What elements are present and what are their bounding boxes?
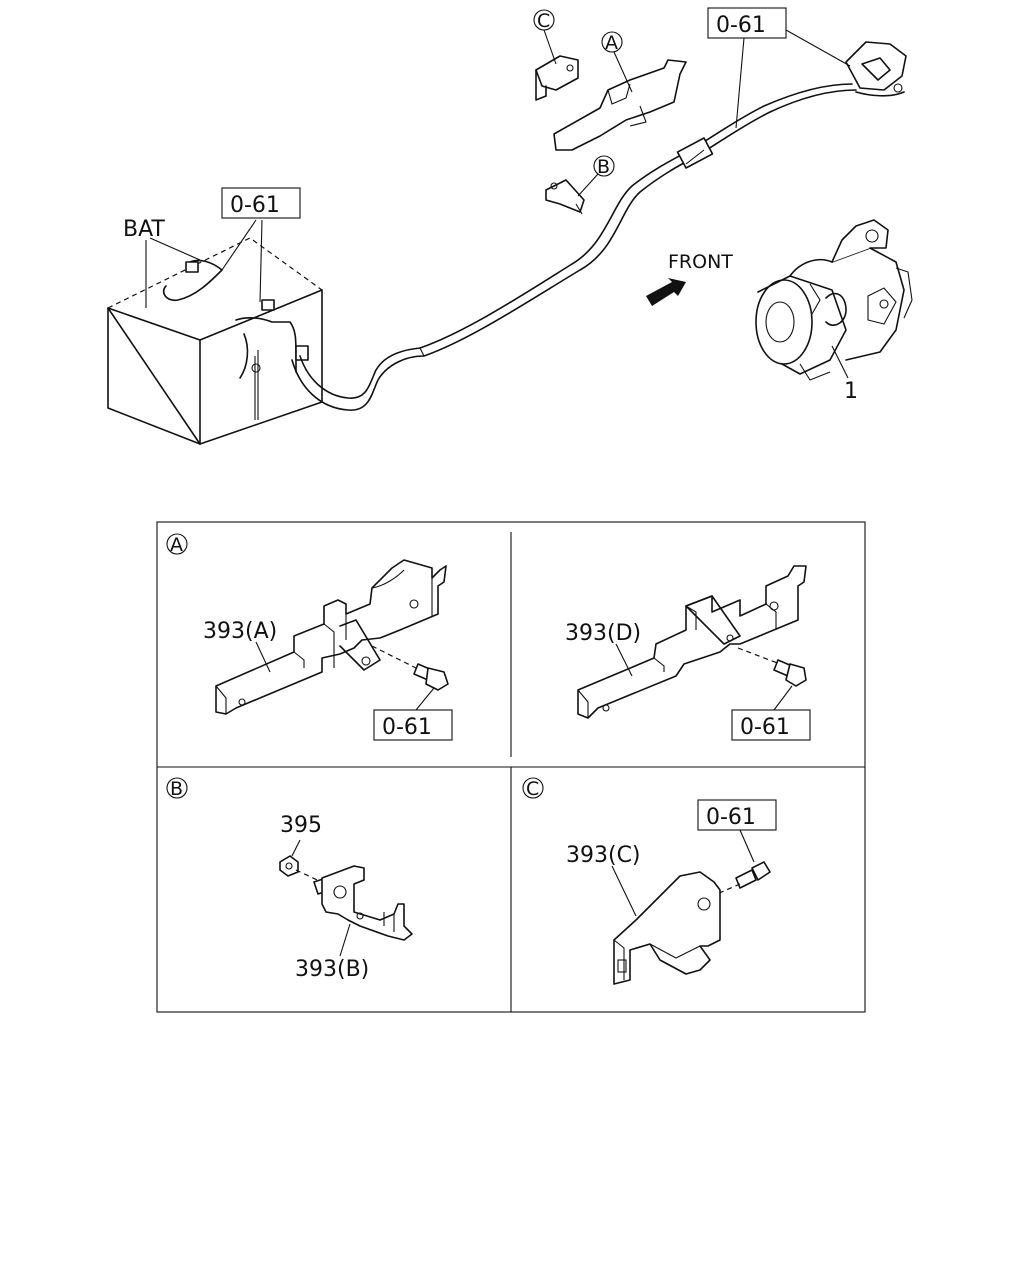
- svg-text:0-61: 0-61: [230, 193, 280, 218]
- bracket-393c-label: 393(C): [566, 843, 641, 868]
- battery: [107, 237, 323, 445]
- detail-c: C 0-61 393(C): [522, 777, 777, 985]
- bracket-393b: [321, 865, 413, 941]
- starter-terminal-connector: [845, 41, 907, 97]
- top-assembly: BAT 0-61: [107, 7, 913, 445]
- svg-text:FRONT: FRONT: [668, 251, 733, 273]
- ref-box-detail-c: 0-61: [706, 805, 756, 830]
- bracket-393a: 393(A) 0-61: [203, 559, 453, 741]
- detail-a: A 393(A) 0-61: [166, 533, 811, 741]
- detail-c-callout: C: [526, 778, 539, 800]
- svg-text:A: A: [605, 32, 618, 54]
- svg-text:393(D): 393(D): [565, 621, 641, 646]
- detail-b: B 395 393(B): [166, 777, 413, 982]
- front-direction-arrow: FRONT: [646, 251, 733, 306]
- bolt-detail-a-right: [737, 647, 807, 687]
- bolt-detail-c: [735, 861, 771, 889]
- svg-text:C: C: [537, 10, 550, 32]
- bracket-393d: 393(D) 0-61: [565, 565, 811, 741]
- svg-text:0-61: 0-61: [716, 13, 766, 38]
- bracket-a-small: A: [553, 31, 687, 151]
- bolt-detail-a-left: [371, 645, 449, 691]
- battery-terminal-cables: [162, 259, 309, 379]
- svg-text:0-61: 0-61: [740, 715, 790, 740]
- bracket-393b-label: 393(B): [295, 957, 369, 982]
- detail-panels-frame: [156, 521, 866, 1013]
- starter-motor: 1: [755, 219, 913, 404]
- ref-box-harness: 0-61: [707, 7, 851, 129]
- detail-a-callout: A: [170, 534, 183, 556]
- starter-harness-cable: [291, 83, 857, 411]
- svg-text:B: B: [597, 156, 610, 178]
- ref-box-battery: 0-61: [221, 187, 301, 303]
- detail-b-callout: B: [170, 778, 183, 800]
- nut-395-label: 395: [280, 813, 322, 838]
- bracket-b-small: B: [545, 155, 615, 215]
- nut-395: [279, 855, 299, 877]
- svg-text:0-61: 0-61: [382, 715, 432, 740]
- starter-part-number: 1: [844, 379, 858, 404]
- bracket-c-small: C: [533, 9, 579, 101]
- bracket-393c: [613, 871, 721, 985]
- svg-text:393(A): 393(A): [203, 619, 277, 644]
- battery-label: BAT: [123, 217, 165, 242]
